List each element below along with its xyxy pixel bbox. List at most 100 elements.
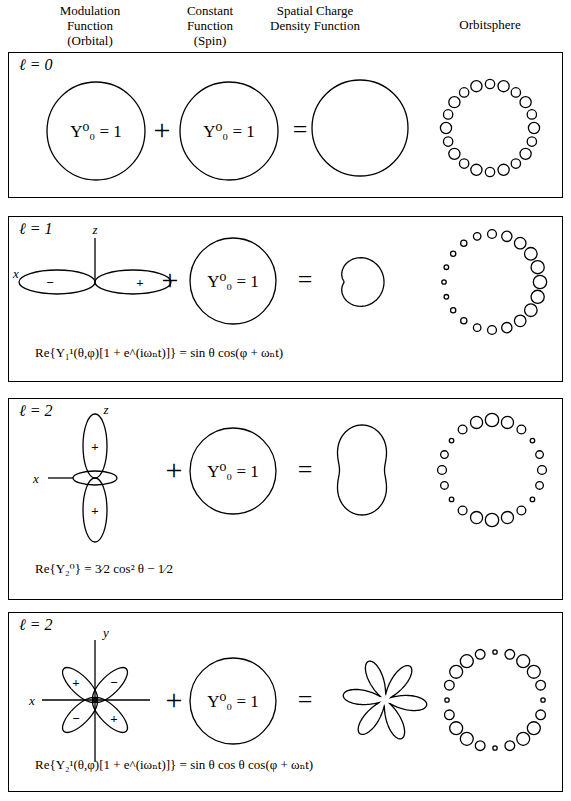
operator-sign: + [166,685,183,715]
orbitsphere-dot [471,81,482,92]
orbitsphere-dot [441,482,449,490]
orbitsphere-dot [538,466,547,475]
orbitsphere-dot [459,88,468,97]
panel-box: ℓ = 1 Re{Y₁¹(θ,φ)[1 + e^(iωₙt)]} = sin θ … [8,216,563,382]
orbitsphere-dot [527,137,536,146]
orbitsphere-dot [531,261,544,274]
orbitsphere-dot [443,110,452,119]
function-label: Y⁰₀ = 1 [203,121,255,142]
orbitsphere-dot [451,251,456,256]
orbitsphere-dot [458,425,467,434]
orbitsphere-dot [470,511,482,523]
orbitsphere-dot [460,655,473,668]
orbitsphere-dot [449,497,454,502]
orbitsphere-dot [517,425,526,434]
orbitsphere-dot [514,315,526,327]
orbitsphere-dot [450,722,463,735]
orbital-lobe [57,692,102,737]
orbital-lobe [83,478,107,542]
lobe-sign: + [90,440,99,453]
orbitsphere-dot [502,231,512,241]
orbital-lobe [95,270,171,294]
lobe-sign: + [135,276,144,289]
orbitsphere-dot [536,710,546,720]
orbitsphere-dot [471,164,482,175]
axis-label: x [33,472,39,485]
function-label: Y⁰₀ = 1 [70,121,122,142]
operator-sign: + [166,455,183,485]
orbitsphere-dot [511,88,520,97]
panel-heading: ℓ = 1 [19,220,52,238]
charge-density-shape [343,661,426,739]
circle-outline [180,82,278,180]
formula: Re{Y₁¹(θ,φ)[1 + e^(iωₙt)]} = sin θ cos(φ… [35,345,283,361]
function-label: Y⁰₀ = 1 [207,691,259,712]
orbitsphere-dot [493,746,497,750]
function-label: Y⁰₀ = 1 [207,271,259,292]
orbital-lobe [57,662,102,707]
orbitsphere-dot [470,416,482,428]
orbitsphere-dot [485,413,498,426]
lobe-sign: + [71,676,80,689]
lobe-sign: + [90,504,99,517]
orbitsphere-dot [485,167,494,176]
orbital-lobe [83,414,107,478]
orbitsphere-dot [460,732,473,745]
orbital-lobe [87,662,132,707]
orbitsphere-dot [530,497,535,502]
orbitsphere [442,230,547,335]
orbitsphere-dot [536,482,544,490]
orbitsphere-dot [501,416,513,428]
orbitsphere-dot [530,438,535,443]
orbitsphere-dot [541,698,545,702]
panel-box: ℓ = 0 Y⁰₀ = 1 Y⁰₀ = 1 [8,52,563,198]
orbitsphere-dot [461,240,467,246]
orbitsphere-dot [443,137,452,146]
orbitsphere-dot [527,722,540,735]
circle-outline [190,658,276,744]
orbitsphere-dot [528,122,539,133]
orbitsphere-dot [440,122,451,133]
orbitsphere-dot [505,650,515,660]
orbitsphere-dot [444,295,449,300]
operator-sign: + [162,265,179,295]
orbitsphere-dot [445,680,455,690]
orbitsphere-dot [445,698,449,702]
orbitsphere-dot [517,732,530,745]
panel-box: ℓ = 2Re{Y₂⁰} = 3⁄2 cos² θ − 1⁄2Y⁰₀ = 1 [8,398,563,600]
charge-density-shape [342,258,384,307]
axis-line [94,238,95,282]
orbitsphere-dot [505,741,515,751]
orbitsphere-dot [502,323,512,333]
orbitsphere-dot [461,318,467,324]
circle-outline [190,238,276,324]
orbital-lobe [87,692,132,737]
orbitsphere-dot [501,511,513,523]
circle-outline [47,82,145,180]
orbitsphere-dot [525,304,538,317]
orbitsphere-dot [536,680,546,690]
axis-label: x [13,267,19,280]
panel-heading: ℓ = 0 [19,56,52,74]
axis-line [42,699,150,700]
axis-label: z [103,403,108,416]
operator-sign: + [154,115,171,145]
orbitsphere-dot [473,233,481,241]
orbitsphere-dot [520,97,531,108]
orbitsphere-dot [517,655,530,668]
axis-line [48,477,73,478]
operator-sign: = [298,267,313,293]
orbitsphere-dot [498,81,509,92]
orbitsphere-dot [449,438,454,443]
formula: Re{Y₂¹(θ,φ)[1 + e^(iωₙt)]} = sin θ cos θ… [35,757,313,773]
orbitsphere-dot [442,280,446,284]
orbitsphere-dot [525,248,538,261]
function-circle: Y⁰₀ = 1 [189,427,277,515]
orbitsphere-dot [459,159,468,168]
orbitsphere-dot [488,230,497,239]
function-circle: Y⁰₀ = 1 [189,657,277,745]
function-circle: Y⁰₀ = 1 [189,237,277,325]
operator-sign: = [293,117,308,143]
